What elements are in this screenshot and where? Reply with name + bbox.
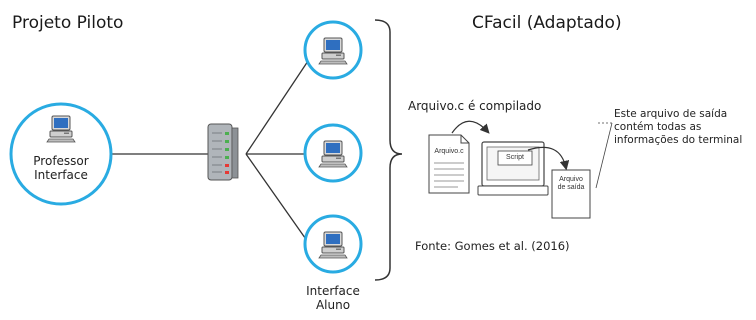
aluno-label-line2: Aluno: [315, 297, 351, 312]
output-note-line3: informações do terminal: [614, 134, 743, 147]
output-file-label: Arquivo de saída: [554, 176, 588, 193]
aluno-label-line1: Interface: [306, 284, 360, 298]
professor-label: Professor Interface: [25, 154, 97, 183]
server-rack-icon: [207, 123, 239, 181]
output-file-label-line2: de saída: [557, 184, 585, 192]
group-brace: [374, 19, 403, 281]
output-arrow: [527, 146, 570, 171]
professor-label-line2: Interface: [34, 167, 88, 182]
terminal-screen-icon: [477, 141, 549, 196]
left-title: Projeto Piloto: [12, 13, 124, 33]
link-server-aluno-3: [245, 153, 311, 246]
output-file-label-line1: Arquivo: [559, 176, 583, 183]
output-file-document: [551, 169, 591, 219]
source-credit: Fonte: Gomes et al. (2016): [415, 239, 570, 253]
professor-label-line1: Professor: [33, 154, 89, 168]
source-file-document: [428, 134, 470, 194]
output-note-line2: contém todas as: [614, 121, 702, 134]
output-note-line1: Este arquivo de saída: [614, 108, 728, 120]
compile-arrow: [451, 120, 490, 134]
professor-node: [9, 102, 113, 206]
screen-script-label: Script: [506, 154, 524, 161]
note-pointer: [595, 122, 613, 189]
compile-caption: Arquivo.c é compilado: [408, 99, 542, 113]
source-file-label: Arquivo.c: [434, 148, 464, 155]
aluno-label: Interface Aluno: [298, 284, 368, 313]
right-title: CFacil (Adaptado): [472, 13, 622, 33]
output-note: Este arquivo de saída contém todas as in…: [614, 108, 742, 147]
link-server-aluno-1: [245, 57, 311, 155]
